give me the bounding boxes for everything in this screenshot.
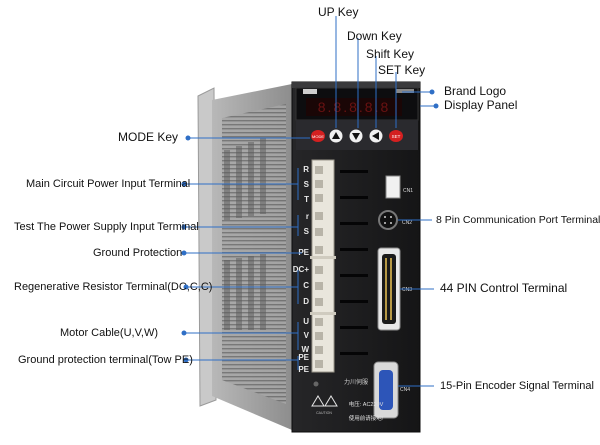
label-main-power: Main Circuit Power Input Terminal: [26, 178, 191, 190]
label-shift-key: Shift Key: [366, 47, 415, 61]
leader-endpoints: [181, 89, 439, 363]
ground-screw: [313, 381, 319, 387]
label-mode-key: MODE Key: [118, 130, 179, 144]
terminal-letter-u: U: [303, 317, 309, 326]
label-test-power: Test The Power Supply Input Terminal: [14, 221, 199, 233]
terminal-letter-s-small: S: [304, 227, 310, 236]
left-arrow-icon: [372, 132, 379, 140]
label-down-key: Down Key: [347, 29, 402, 43]
warning-icon: [311, 395, 325, 407]
front-vent-slots: [340, 170, 368, 355]
set-key-label: SET: [392, 134, 401, 139]
warning-icon: [324, 395, 338, 407]
terminal-divider: [310, 312, 336, 315]
display-digits: 8.8.8.8.8: [318, 99, 391, 115]
label-up-key: UP Key: [318, 5, 359, 19]
terminal-letter-t: T: [304, 195, 309, 204]
terminal-screws: [315, 166, 323, 368]
cn4-label: CN4: [400, 387, 410, 393]
voltage-text: 电压: AC220V: [349, 400, 384, 408]
label-ground-protection: Ground Protection: [93, 247, 183, 259]
terminal-letter-r-small: r: [306, 212, 309, 221]
heatsink-vents: [224, 138, 266, 330]
label-ground-tow: Ground protection terminal(Tow PE): [18, 354, 193, 366]
caution-text: CAUTION: [316, 411, 332, 415]
grounding-text: 使用前请接地!: [349, 414, 384, 422]
label-regen-resistor: Regenerative Resistor Terminal(DC,C,C): [14, 281, 213, 293]
brand-logo: [303, 89, 317, 94]
set-key[interactable]: [389, 130, 403, 142]
terminal-letter-d: D: [303, 297, 309, 306]
label-comm-port: 8 Pin Communication Port Terminal: [436, 214, 600, 226]
terminal-letter-pe-2: PE: [298, 365, 309, 374]
cn4-socket: [379, 370, 393, 410]
display-screen: [306, 98, 402, 116]
brand-logo-mark: [396, 89, 414, 93]
mode-key-label: MODE: [312, 134, 324, 139]
label-motor-cable: Motor Cable(U,V,W): [60, 327, 159, 339]
terminal-letter-s: S: [304, 180, 310, 189]
label-brand-logo: Brand Logo: [444, 84, 507, 98]
terminal-letters: R S T r S PE DC+ C D U V W PE PE: [293, 165, 310, 374]
leader-lines: [184, 16, 436, 387]
terminal-letter-dc: DC+: [293, 265, 310, 274]
cn1-port[interactable]: [385, 175, 401, 199]
cn2-port[interactable]: [378, 210, 398, 230]
terminal-letter-v: V: [304, 331, 310, 340]
cn2-pins: [384, 216, 392, 224]
terminal-letter-c: C: [303, 281, 309, 290]
cn3-label: CN3: [402, 287, 412, 293]
label-set-key: SET Key: [378, 63, 426, 77]
terminal-letter-w: W: [301, 345, 309, 354]
down-arrow-icon: [352, 133, 360, 140]
mode-key[interactable]: [311, 130, 325, 142]
label-encoder-terminal: 15-Pin Encoder Signal Terminal: [440, 380, 594, 392]
terminal-divider: [310, 256, 336, 259]
cn1-label: CN1: [403, 188, 413, 194]
brand-text: 力川伺服: [344, 378, 368, 386]
terminal-letter-pe: PE: [298, 248, 309, 257]
cn2-label: CN2: [402, 220, 412, 226]
up-arrow-icon: [332, 132, 340, 139]
cn3-pins: [385, 258, 392, 320]
terminal-letter-r: R: [303, 165, 309, 174]
terminal-letter-pe-1: PE: [298, 353, 309, 362]
label-control-terminal: 44 PIN Control Terminal: [440, 281, 568, 295]
label-display-panel: Display Panel: [444, 98, 518, 112]
mounting-bracket: [197, 87, 217, 407]
cn3-socket: [382, 254, 396, 324]
drive-top-edge: [292, 82, 420, 88]
